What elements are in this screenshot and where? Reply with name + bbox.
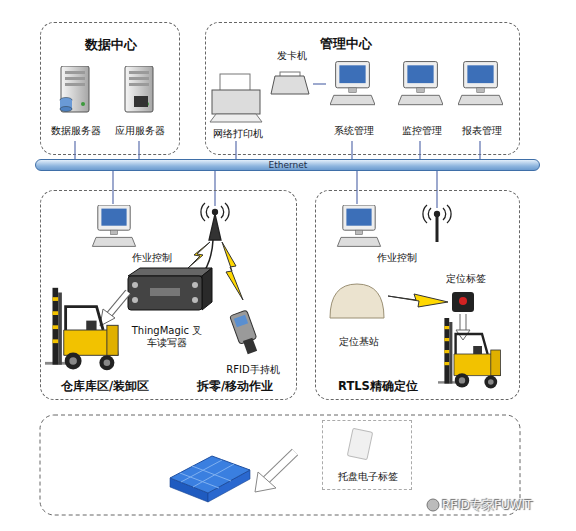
network-wire	[214, 171, 215, 206]
antenna-symbol	[201, 203, 229, 240]
base-station-dome	[330, 284, 384, 318]
network-link	[419, 141, 420, 159]
watermark-icon	[427, 499, 439, 511]
node-label: 报表管理	[454, 125, 509, 137]
network-link	[235, 141, 236, 159]
computer-icon	[337, 205, 380, 246]
region-label: RTLS精确定位	[320, 379, 436, 393]
node-label: ThingMagic 叉车读写器	[131, 325, 203, 349]
computer-icon	[330, 62, 375, 105]
locator-tag-node: 定位标签	[441, 271, 491, 319]
forklift-illustration	[45, 288, 118, 371]
computer-icon	[398, 62, 443, 105]
node-label: 发卡机	[271, 50, 313, 62]
tag-card-icon	[347, 428, 372, 460]
watermark: RFID专家FUWIT	[442, 498, 574, 512]
pallet-tag-box: 托盘电子标签	[322, 420, 412, 490]
zone-title: 数据中心	[41, 37, 181, 52]
wireless-bolt	[188, 242, 210, 268]
node-label: 定位基站	[326, 336, 391, 348]
server-node: 应用服务器	[111, 63, 169, 141]
zone-box: RTLS精确定位 作业控制定位基站 定位标签	[315, 190, 520, 400]
wireless-bolt	[388, 294, 448, 307]
node-label: Ethernet	[248, 160, 328, 171]
region-label: 仓库库区/装卸区	[43, 379, 167, 393]
network-link	[356, 171, 357, 204]
computer-icon	[92, 205, 135, 246]
node-label: 监控管理	[394, 125, 449, 137]
server-icon	[61, 66, 89, 112]
zone-box: 数据中心数据服务器应用服务器	[40, 22, 180, 155]
printer-node: 网络打印机	[208, 66, 268, 141]
network-link	[351, 141, 352, 159]
card-machine-icon	[271, 72, 309, 94]
computer-node: 监控管理	[394, 59, 449, 141]
node-label: 数据服务器	[47, 125, 105, 137]
computer-icon	[458, 62, 503, 105]
database-icon	[60, 107, 72, 112]
region-label: 拆零/移动作业	[177, 379, 293, 393]
node-label: 托盘电子标签	[323, 471, 413, 483]
computer-node: 作业控制	[334, 204, 419, 264]
zone-box: 仓库库区/装卸区拆零/移动作业 作业控制 ThingMagic 叉车读写器 RFID手…	[40, 190, 297, 400]
network-link	[479, 141, 480, 159]
pallet-illustration	[170, 456, 250, 502]
node-label: RFID手持机	[223, 364, 283, 376]
server-node: 数据服务器	[47, 63, 105, 141]
node-label: 定位标签	[441, 273, 491, 285]
app-icon	[134, 96, 148, 107]
node-label: 作业控制	[374, 252, 419, 264]
handheld-device	[230, 310, 261, 356]
direction-arrow	[255, 452, 295, 492]
base-station-node: 定位基站	[326, 284, 391, 350]
antenna-symbol	[423, 205, 451, 242]
direction-arrow	[456, 314, 470, 340]
computer-node: 报表管理	[454, 59, 509, 141]
node-label: 作业控制	[129, 252, 174, 264]
node-label: 系统管理	[326, 125, 381, 137]
computer-node: 系统管理	[326, 59, 381, 141]
server-icon	[125, 66, 153, 112]
printer-icon	[210, 74, 262, 122]
reader-device	[128, 268, 212, 310]
node-label: 网络打印机	[208, 128, 268, 140]
forklift-illustration	[438, 318, 500, 388]
direction-arrow	[100, 292, 128, 326]
card-machine-node: 发卡机	[271, 48, 313, 100]
reader-node: ThingMagic 叉车读写器	[119, 267, 214, 353]
handheld-node: RFID手持机	[223, 306, 283, 378]
network-link	[74, 141, 75, 159]
network-link	[112, 171, 113, 204]
zone-title: 管理中心	[306, 36, 386, 51]
computer-node: 作业控制	[89, 204, 174, 264]
network-link	[138, 141, 139, 159]
locator-tag-icon	[452, 292, 474, 312]
node-label: 应用服务器	[111, 125, 169, 137]
zone-box: 管理中心网络打印机 发卡机系统管理 监控管理报表管理	[205, 22, 520, 155]
wireless-bolt	[222, 242, 243, 300]
network-link	[313, 83, 326, 84]
ethernet-bus: Ethernet	[35, 159, 540, 171]
